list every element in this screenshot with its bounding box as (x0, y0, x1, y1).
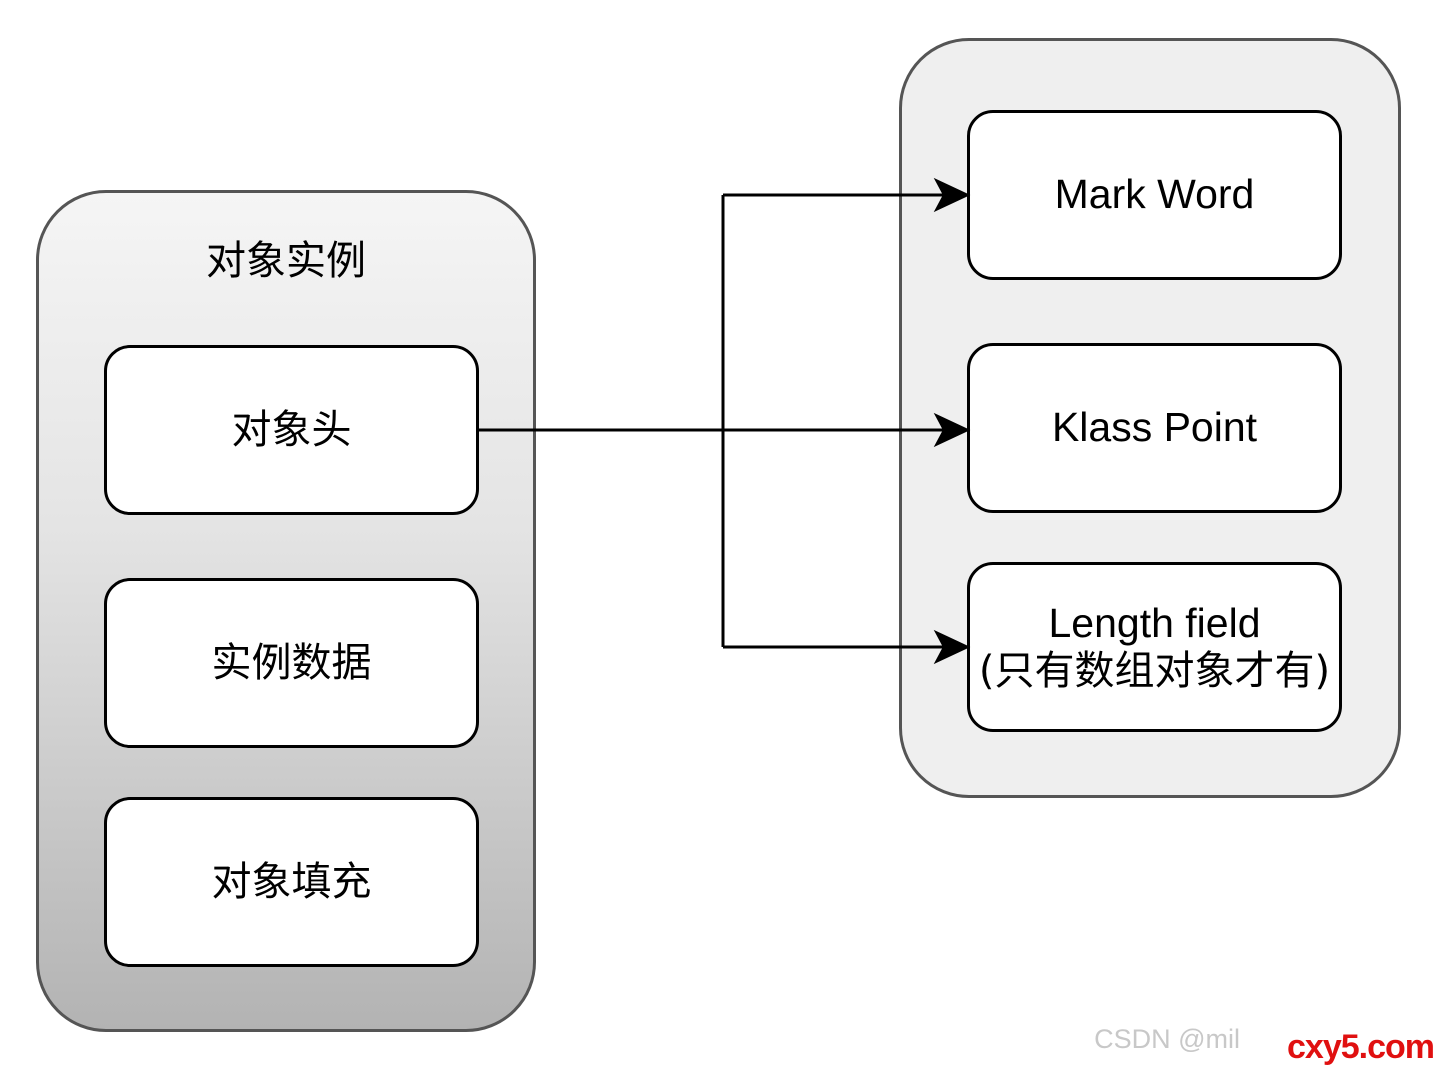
mark-word-label: Mark Word (1054, 171, 1255, 218)
klass-point-box: Klass Point (967, 343, 1342, 513)
instance-data-label: 实例数据 (211, 640, 372, 686)
object-padding-label: 对象填充 (211, 859, 372, 905)
object-header-box: 对象头 (104, 345, 479, 515)
mark-word-box: Mark Word (967, 110, 1342, 280)
object-header-label: 对象头 (231, 407, 352, 453)
object-padding-box: 对象填充 (104, 797, 479, 967)
brand-watermark: cxy5.com (1287, 1028, 1435, 1066)
length-field-label: Length field (1048, 600, 1261, 647)
klass-point-label: Klass Point (1051, 404, 1258, 451)
csdn-watermark: CSDN @mil (1094, 1024, 1240, 1054)
length-field-box: Length field (只有数组对象才有) (967, 562, 1342, 732)
object-instance-title: 对象实例 (206, 238, 366, 284)
length-field-note: (只有数组对象才有) (978, 647, 1331, 694)
instance-data-box: 实例数据 (104, 578, 479, 748)
